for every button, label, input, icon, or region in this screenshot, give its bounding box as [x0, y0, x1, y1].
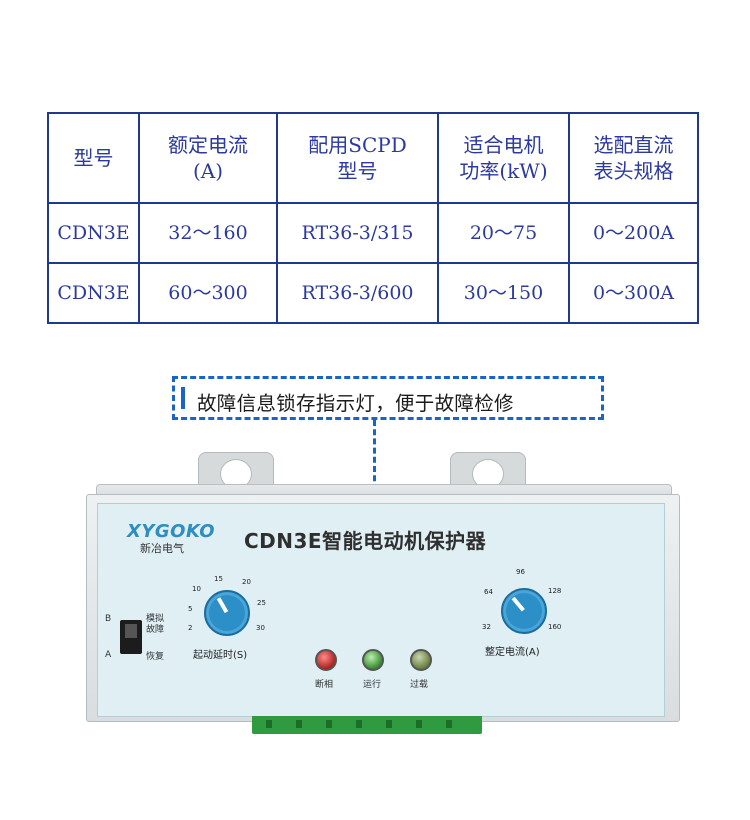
running-led-icon [362, 649, 384, 671]
callout-box: 故障信息锁存指示灯，便于故障检修 [172, 376, 604, 420]
dial-tick: 160 [548, 623, 562, 631]
spec-table: 型号 额定电流 (A) 配用SCPD 型号 适合电机 功率(kW) 选配直流 表… [47, 112, 699, 324]
terminal-block [252, 716, 482, 734]
dial-pointer-icon [216, 597, 229, 614]
table-cell: RT36-3/600 [276, 262, 439, 324]
table-cell: CDN3E [47, 262, 140, 324]
callout-text: 故障信息锁存指示灯，便于故障检修 [197, 392, 514, 415]
callout-accent-bar [181, 387, 185, 409]
dial-tick: 2 [188, 624, 193, 632]
overload-led-icon [410, 649, 432, 671]
led-label-running: 运行 [363, 680, 382, 690]
switch-label-reset: 恢复 [146, 652, 165, 662]
header-cell-model: 型号 [47, 112, 140, 204]
brand-subtitle: 新冶电气 [140, 542, 184, 555]
table-cell: RT36-3/315 [276, 202, 439, 264]
dial-tick: 32 [482, 623, 491, 631]
dial-tick: 20 [242, 578, 251, 586]
dial-tick: 30 [256, 624, 265, 632]
table-cell: CDN3E [47, 202, 140, 264]
led-label-phase-loss: 断相 [315, 680, 334, 690]
dial-tick: 25 [257, 599, 266, 607]
table-cell: 20～75 [437, 202, 570, 264]
current-setting-dial[interactable] [501, 588, 547, 634]
switch-letter-b: B [105, 614, 112, 624]
dial-tick: 10 [192, 585, 201, 593]
phase-loss-led-icon [315, 649, 337, 671]
table-row: CDN3E 32～160 RT36-3/315 20～75 0～200A [47, 202, 699, 264]
table-cell: 60～300 [138, 262, 278, 324]
table-cell: 0～300A [568, 262, 699, 324]
header-cell-motor-power: 适合电机 功率(kW) [437, 112, 570, 204]
dial-tick: 64 [484, 588, 493, 596]
table-header-row: 型号 额定电流 (A) 配用SCPD 型号 适合电机 功率(kW) 选配直流 表… [47, 112, 699, 204]
switch-label-fault: 模拟 故障 [146, 614, 165, 635]
start-delay-caption: 起动延时(S) [193, 650, 248, 661]
led-label-overload: 过载 [410, 680, 429, 690]
current-setting-caption: 整定电流(A) [485, 647, 540, 658]
start-delay-dial[interactable] [204, 590, 250, 636]
dial-tick: 128 [548, 587, 562, 595]
dial-tick: 15 [214, 575, 223, 583]
dial-pointer-icon [511, 596, 525, 612]
table-cell: 32～160 [138, 202, 278, 264]
brand-logo: XYGOKO [127, 521, 216, 542]
table-cell: 0～200A [568, 202, 699, 264]
table-cell: 30～150 [437, 262, 570, 324]
device-front-panel [97, 503, 665, 717]
test-reset-switch[interactable] [120, 620, 142, 654]
table-row: CDN3E 60～300 RT36-3/600 30～150 0～300A [47, 262, 699, 324]
header-cell-dc-meter: 选配直流 表头规格 [568, 112, 699, 204]
product-title: CDN3E智能电动机保护器 [244, 529, 487, 553]
header-cell-rated-current: 额定电流 (A) [138, 112, 278, 204]
header-cell-scpd: 配用SCPD 型号 [276, 112, 439, 204]
switch-letter-a: A [105, 650, 112, 660]
dial-tick: 96 [516, 568, 525, 576]
dial-tick: 5 [188, 605, 193, 613]
